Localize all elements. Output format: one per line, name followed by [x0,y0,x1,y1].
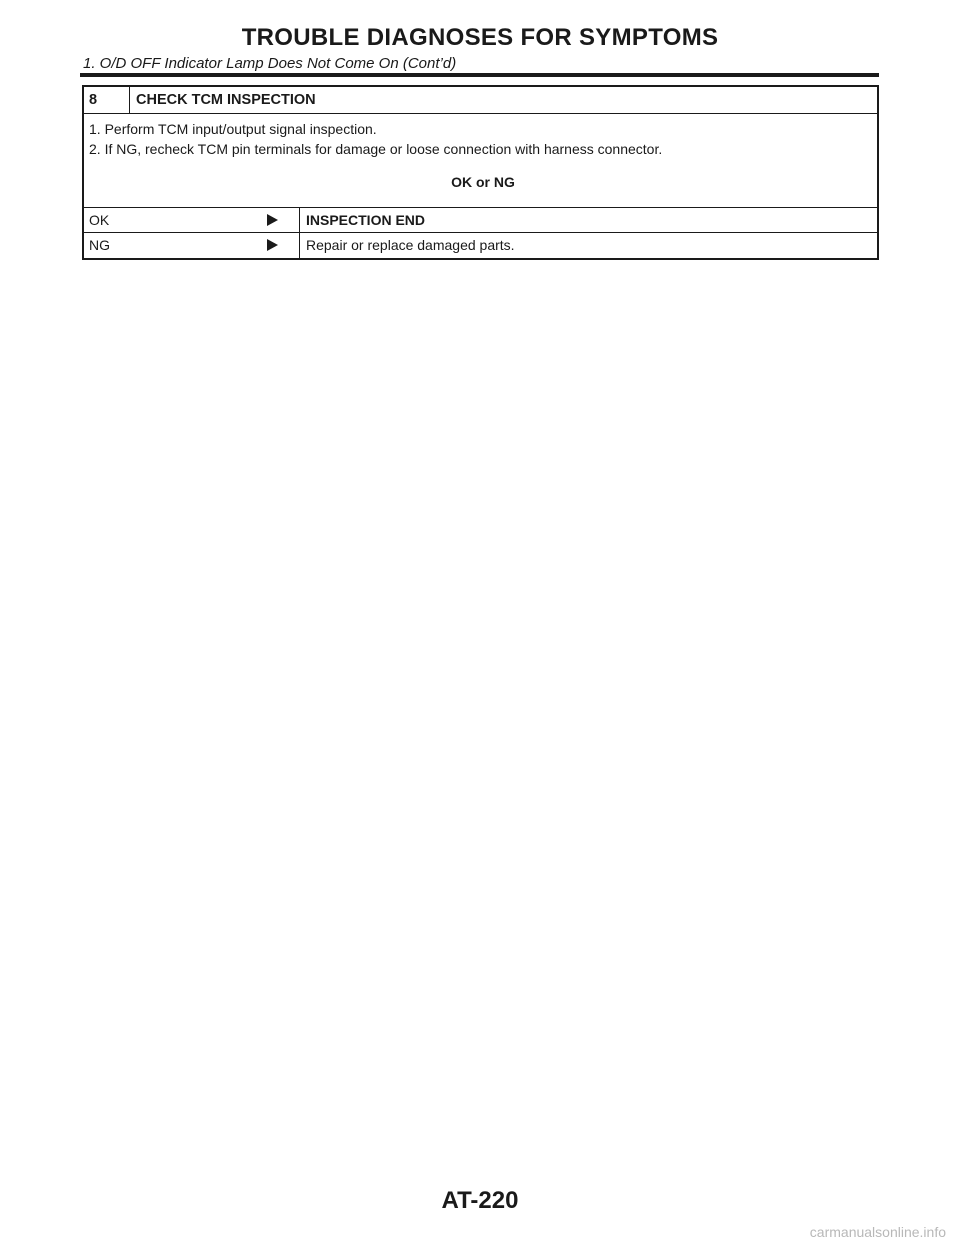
instruction-line: 1. Perform TCM input/output signal inspe… [89,121,377,137]
step-number: 8 [84,87,130,113]
diagnostic-step-table: 8 CHECK TCM INSPECTION 1. Perform TCM in… [82,85,879,260]
step-title: CHECK TCM INSPECTION [136,92,316,108]
result-cell-ng: NG [84,233,300,258]
result-label-ok: OK [89,212,110,228]
step-header-row: 8 CHECK TCM INSPECTION [84,87,877,114]
result-action-ng: Repair or replace damaged parts. [306,237,515,253]
result-action-ok: INSPECTION END [306,212,426,228]
decision-question: OK or NG [451,174,515,190]
page-subtitle: 1. O/D OFF Indicator Lamp Does Not Come … [83,55,457,72]
result-label-ng: NG [89,237,110,253]
header-divider [80,73,879,77]
result-row-ng: NG Repair or replace damaged parts. [84,233,877,258]
arrow-right-icon [267,214,278,226]
arrow-right-icon [267,239,278,251]
step-instructions: 1. Perform TCM input/output signal inspe… [84,114,877,208]
result-row-ok: OK INSPECTION END [84,208,877,233]
watermark: carmanualsonline.info [809,1224,946,1240]
page-title: TROUBLE DIAGNOSES FOR SYMPTOMS [241,24,719,51]
instruction-line: 2. If NG, recheck TCM pin terminals for … [89,141,663,157]
page-number: AT-220 [441,1187,519,1214]
result-cell-ok: OK [84,208,300,232]
